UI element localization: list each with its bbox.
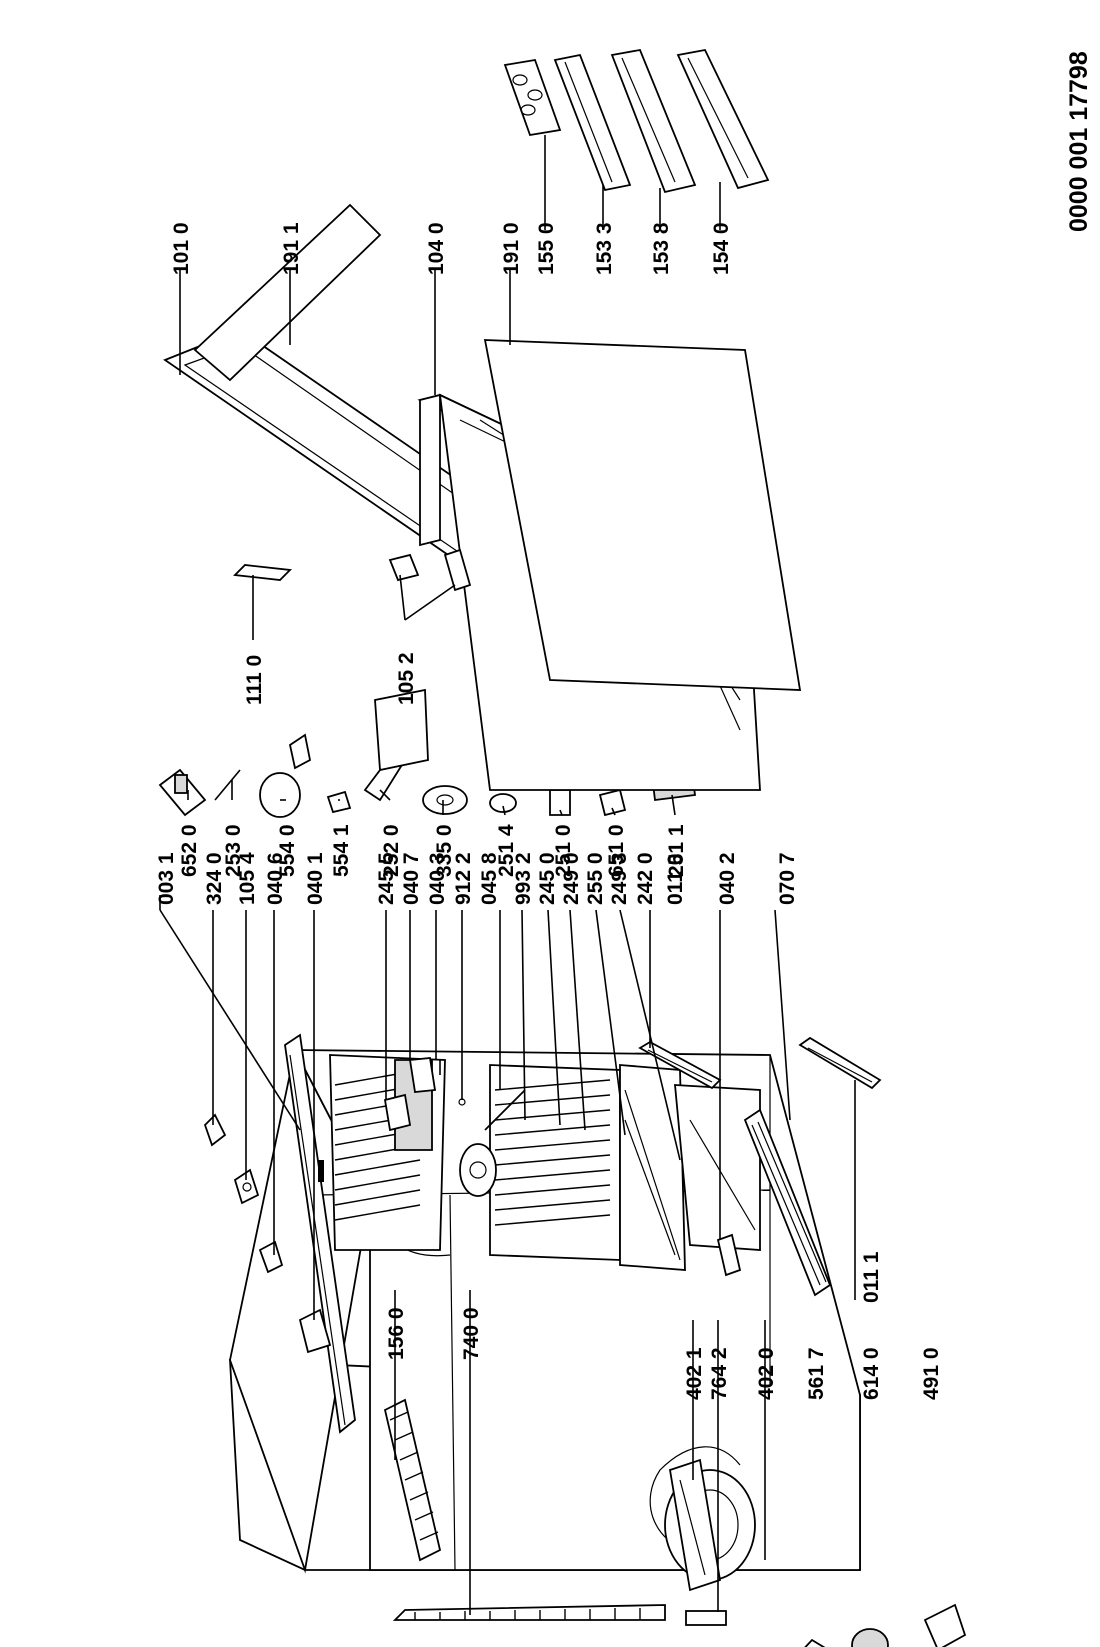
label-764-2: 764 2 [708, 1347, 731, 1400]
small-hardware-top [203, 1057, 526, 1354]
label-003-1: 003 1 [155, 852, 178, 905]
document-number: 0000 001 17798 [1065, 51, 1093, 232]
label-040-7: 040 7 [400, 852, 423, 905]
label-245-5: 245 5 [375, 852, 398, 905]
label-111-0: 111 0 [243, 655, 266, 705]
condenser-part [392, 1604, 666, 1621]
label-912-2: 912 2 [452, 852, 475, 905]
label-561-7: 561 7 [805, 1347, 828, 1400]
label-554-0: 554 0 [276, 824, 299, 877]
label-105-4: 105 4 [236, 852, 259, 905]
label-105-2: 105 2 [395, 652, 418, 705]
label-249-3: 249 3 [608, 852, 631, 905]
label-252-0: 252 0 [380, 824, 403, 877]
label-402-0: 402 0 [755, 1347, 778, 1400]
label-491-0: 491 0 [920, 1347, 943, 1400]
label-255-0: 255 0 [584, 852, 607, 905]
label-153-8: 153 8 [650, 222, 673, 275]
label-335-0: 335 0 [433, 824, 456, 877]
label-324-0: 324 0 [203, 852, 226, 905]
door-hinge-parts [233, 548, 472, 592]
loose-components [158, 688, 697, 818]
label-245-0: 245 0 [536, 852, 559, 905]
label-253-0: 253 0 [222, 824, 245, 877]
lamp-housing [459, 1143, 497, 1197]
label-191-1: 191 1 [280, 222, 303, 275]
label-251-0: 251 0 [552, 824, 575, 877]
label-652-0: 652 0 [178, 824, 201, 877]
label-249-0: 249 0 [560, 852, 583, 905]
label-153-3: 153 3 [593, 222, 616, 275]
control-panel-part [284, 1033, 356, 1434]
label-993-2: 993 2 [512, 852, 535, 905]
label-554-1: 554 1 [330, 824, 353, 877]
label-011-0: 011 0 [664, 854, 687, 905]
label-156-0: 156 0 [385, 1307, 408, 1360]
part-labels: 003 1 324 0 105 4 040 6 040 1 245 5 040 … [155, 51, 1093, 1400]
label-101-0: 101 0 [170, 222, 193, 275]
bottom-row-items [685, 1603, 967, 1647]
label-011-1: 011 1 [860, 1251, 883, 1303]
freezer-compartment [329, 1054, 446, 1251]
leader-lines [159, 135, 856, 1615]
label-402-1: 402 1 [683, 1347, 706, 1400]
label-040-3: 040 3 [426, 852, 449, 905]
label-104-0: 104 0 [425, 222, 448, 275]
door-bins [503, 48, 770, 194]
label-651-0: 651 0 [605, 824, 628, 877]
label-070-7: 070 7 [776, 852, 799, 905]
label-251-1: 251 1 [665, 824, 688, 877]
label-154-0: 154 0 [710, 222, 733, 275]
label-045-8: 045 8 [478, 852, 501, 905]
label-740-0: 740 0 [460, 1307, 483, 1360]
label-614-0: 614 0 [860, 1347, 883, 1400]
label-155-0: 155 0 [535, 222, 558, 275]
label-251-4: 251 4 [495, 824, 518, 877]
label-040-2: 040 2 [716, 852, 739, 905]
compressor-part [664, 1458, 756, 1592]
label-040-6: 040 6 [264, 852, 287, 905]
label-040-1: 040 1 [304, 852, 327, 905]
fridge-door [417, 339, 802, 791]
label-191-0: 191 0 [500, 222, 523, 275]
evaporator-part [383, 1398, 442, 1562]
label-242-0: 242 0 [634, 852, 657, 905]
